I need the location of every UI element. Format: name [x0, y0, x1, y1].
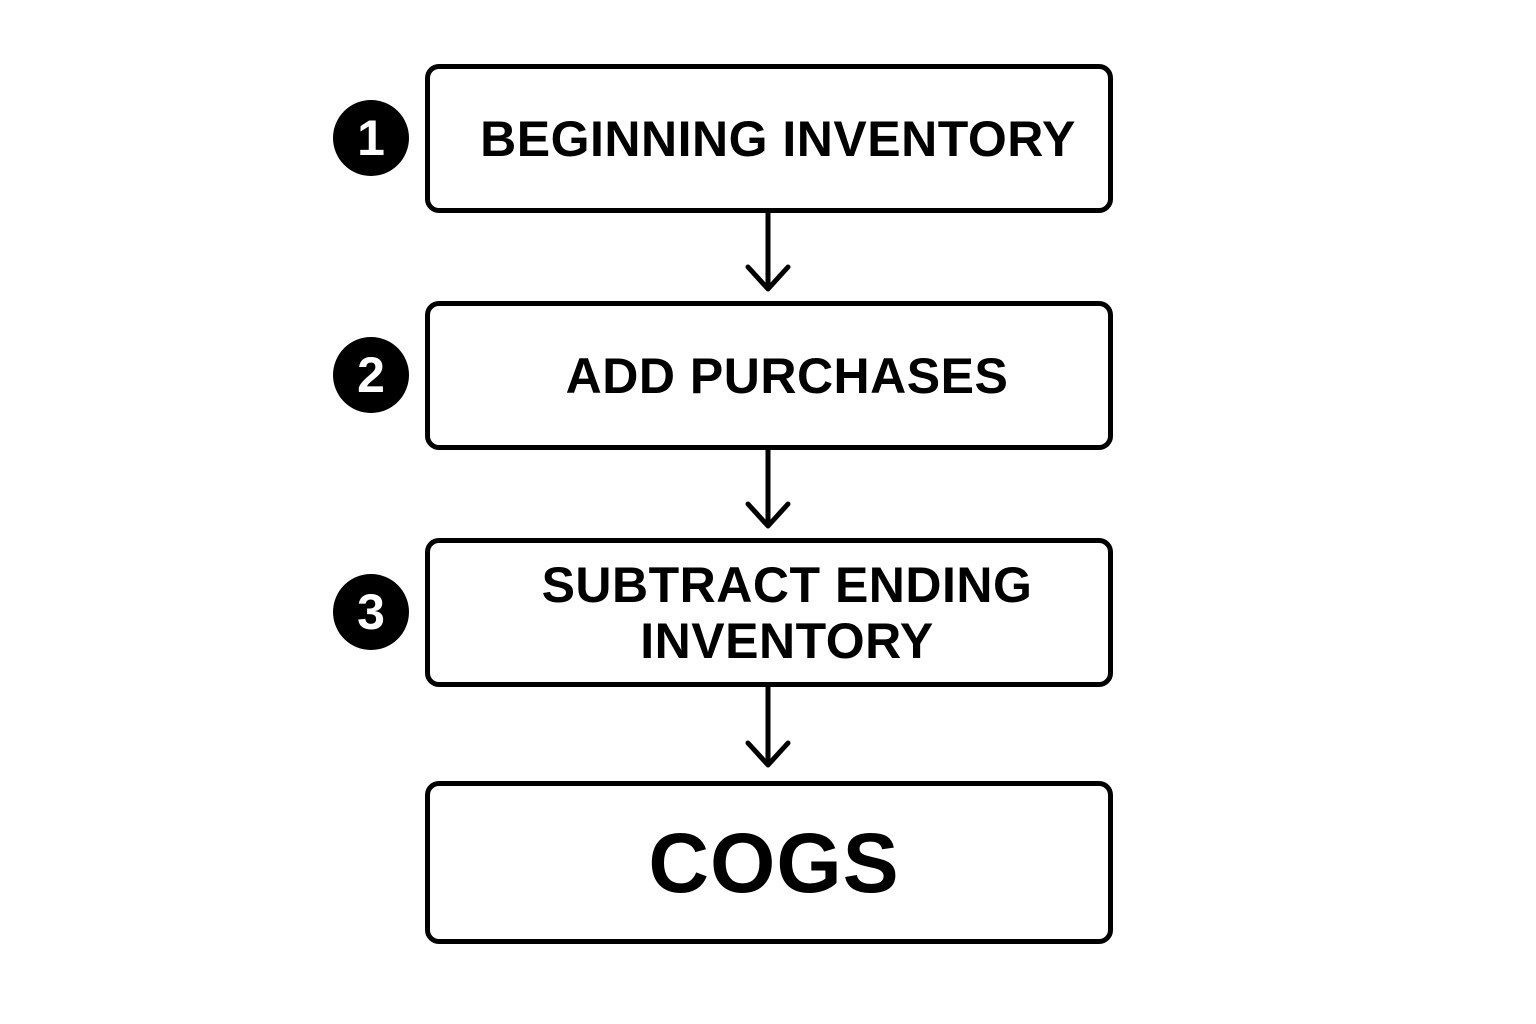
result-label: COGS	[648, 815, 900, 910]
step-3-label-line-1: SUBTRACT ENDING	[541, 556, 1033, 613]
step-2-label: ADD PURCHASES	[565, 347, 1009, 404]
step-3-box: SUBTRACT ENDING INVENTORY	[425, 538, 1113, 687]
step-3-label-line-2: INVENTORY	[640, 612, 934, 669]
step-3-number-badge: 3	[333, 574, 409, 650]
step-1-box: BEGINNING INVENTORY	[425, 64, 1113, 213]
step-1-number: 1	[357, 110, 385, 166]
step-1-label: BEGINNING INVENTORY	[480, 110, 1076, 167]
arrow-3-to-result	[745, 687, 791, 768]
result-box: COGS	[425, 781, 1113, 944]
step-2-number-badge: 2	[333, 337, 409, 413]
step-2-number: 2	[357, 347, 385, 403]
step-2-box: ADD PURCHASES	[425, 301, 1113, 450]
step-1-number-badge: 1	[333, 100, 409, 176]
arrow-1-to-2	[745, 213, 791, 292]
arrow-2-to-3	[745, 450, 791, 529]
step-3-number: 3	[357, 584, 385, 640]
